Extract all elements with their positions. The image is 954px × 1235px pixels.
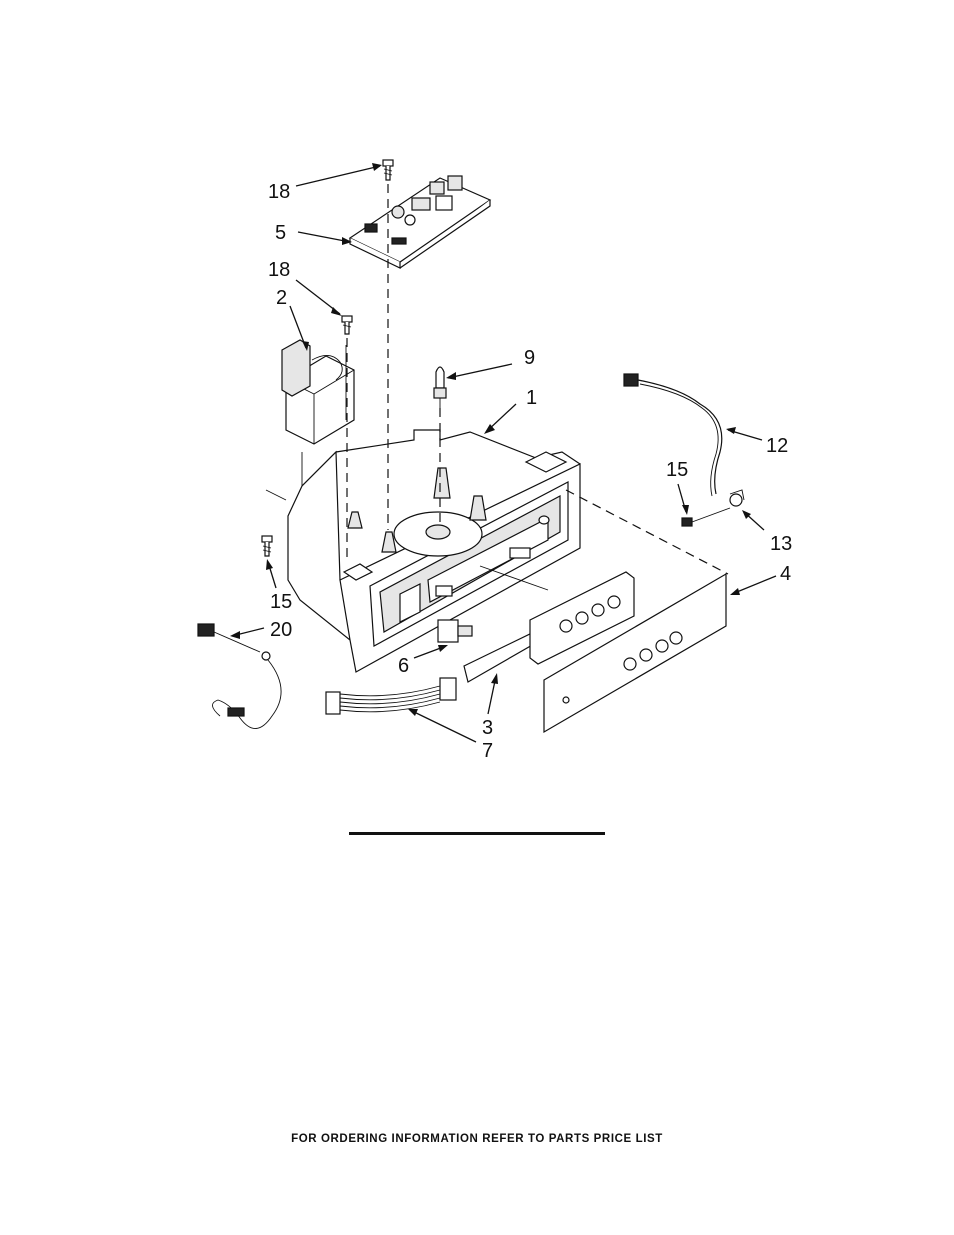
callout-6: 6	[398, 655, 409, 677]
ribbon-cable-part-7	[325, 677, 457, 715]
arrowhead-icon	[446, 372, 456, 380]
screw-part-18-top	[382, 159, 394, 181]
callout-12: 12	[766, 435, 788, 457]
transformer-part-2	[281, 339, 355, 445]
leader-5	[297, 231, 351, 243]
callout-1: 1	[526, 387, 537, 409]
sensor-wire-part-20	[197, 623, 282, 729]
arrowhead-icon	[342, 237, 352, 245]
arrowhead-icon	[266, 559, 273, 570]
leader-lines	[230, 163, 777, 743]
leader-7	[409, 709, 477, 743]
switch-part-6	[437, 619, 473, 643]
callout-15-right: 15	[666, 459, 688, 481]
leader-18-top	[295, 165, 381, 187]
callout-15-left: 15	[270, 591, 292, 613]
arrowhead-icon	[491, 673, 498, 684]
callout-7: 7	[482, 740, 493, 762]
arrowhead-icon	[742, 510, 751, 519]
callout-18-top: 18	[268, 181, 290, 203]
insulator-part-3	[463, 631, 535, 683]
arrowhead-icon	[438, 645, 448, 652]
leader-panel-inner	[479, 565, 549, 591]
leader-9	[447, 363, 513, 379]
callout-labels: 18 5 18 2 9 1 12 15 13 4 15 20 6 3 7	[268, 181, 792, 762]
screw-part-15-right	[681, 507, 731, 527]
arrowhead-icon	[331, 307, 342, 316]
callout-3: 3	[482, 717, 493, 739]
arrowhead-icon	[730, 588, 740, 595]
callout-13: 13	[770, 533, 792, 555]
callout-9: 9	[524, 347, 535, 369]
arrowhead-icon	[408, 709, 418, 716]
leader-4	[731, 575, 777, 595]
arrowhead-icon	[726, 427, 736, 434]
callout-2: 2	[276, 287, 287, 309]
switch-panel-board	[529, 571, 635, 665]
callout-20: 20	[270, 619, 292, 641]
housing-part-1	[287, 429, 581, 673]
alignment-lines	[265, 184, 729, 575]
arrowhead-icon	[484, 424, 495, 434]
arrowhead-icon	[302, 341, 309, 351]
callout-5: 5	[275, 222, 286, 244]
wire-harness-part-12	[623, 373, 723, 497]
callout-18-mid: 18	[268, 259, 290, 281]
screw-part-18-mid	[341, 315, 353, 335]
title-rule-divider	[349, 832, 605, 835]
clamp-part-13	[729, 489, 745, 507]
leader-2	[289, 305, 307, 349]
control-board-part-5	[348, 175, 492, 269]
callout-4: 4	[780, 563, 791, 585]
arrowhead-icon	[682, 505, 689, 515]
lamp-part-9	[433, 366, 447, 408]
arrowhead-icon	[372, 163, 382, 171]
screw-part-15-left	[261, 535, 273, 557]
front-panel-part-4	[543, 572, 727, 734]
arrowhead-icon	[230, 631, 240, 639]
footer-ordering-note: FOR ORDERING INFORMATION REFER TO PARTS …	[291, 1133, 663, 1145]
